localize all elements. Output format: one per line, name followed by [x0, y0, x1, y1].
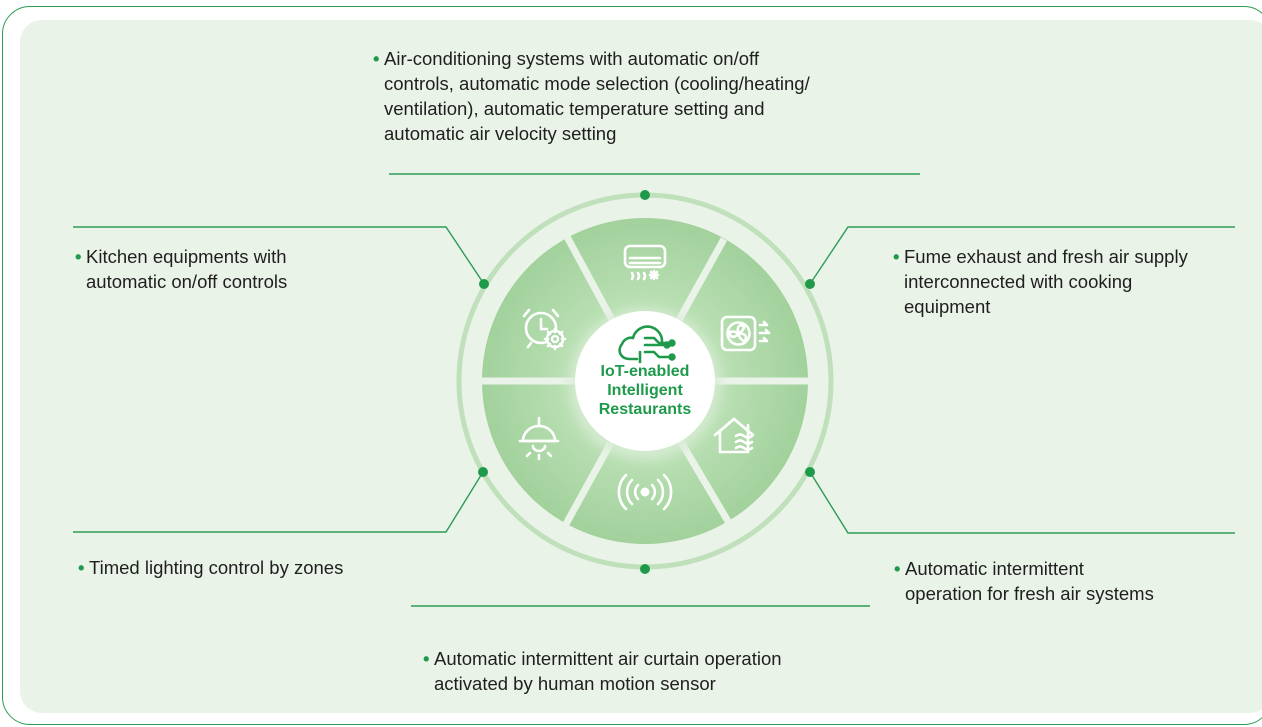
- connector-top-left: [73, 226, 485, 285]
- connector-bottom-right: [809, 471, 1235, 534]
- outer-frame: [2, 6, 1262, 725]
- dot-bottom-left: [478, 467, 488, 477]
- connector-top-right: [809, 226, 1235, 285]
- callout-air-curtain: Automatic intermittent air curtain opera…: [423, 646, 782, 696]
- cloud-iot-icon: [618, 325, 676, 364]
- callout-lighting: Timed lighting control by zones: [78, 555, 343, 580]
- dot-bottom-right: [805, 467, 815, 477]
- dot-bottom: [640, 564, 650, 574]
- hub-title: IoT-enabled Intelligent Restaurants: [598, 363, 692, 418]
- connector-dots: [478, 190, 815, 574]
- callout-fume-exhaust: Fume exhaust and fresh air supply interc…: [893, 244, 1188, 319]
- connector-bottom-left: [73, 471, 484, 533]
- house-airflow-icon: [713, 417, 755, 454]
- exhaust-fan-icon: [720, 315, 771, 352]
- hub-circle: [575, 311, 715, 451]
- callout-fresh-air: Automatic intermittent operation for fre…: [894, 556, 1154, 606]
- callout-air-conditioning: Air-conditioning systems with automatic …: [373, 46, 810, 146]
- air-conditioner-icon: [623, 244, 667, 281]
- dot-top-right: [805, 279, 815, 289]
- dot-top: [640, 190, 650, 200]
- ceiling-lamp-icon: [518, 416, 560, 461]
- callout-kitchen: Kitchen equipments with automatic on/off…: [75, 244, 287, 294]
- motion-sensor-signal-icon: [617, 473, 673, 511]
- alarm-clock-gear-icon: [522, 308, 567, 351]
- connectors: [73, 173, 1235, 607]
- dot-top-left: [479, 279, 489, 289]
